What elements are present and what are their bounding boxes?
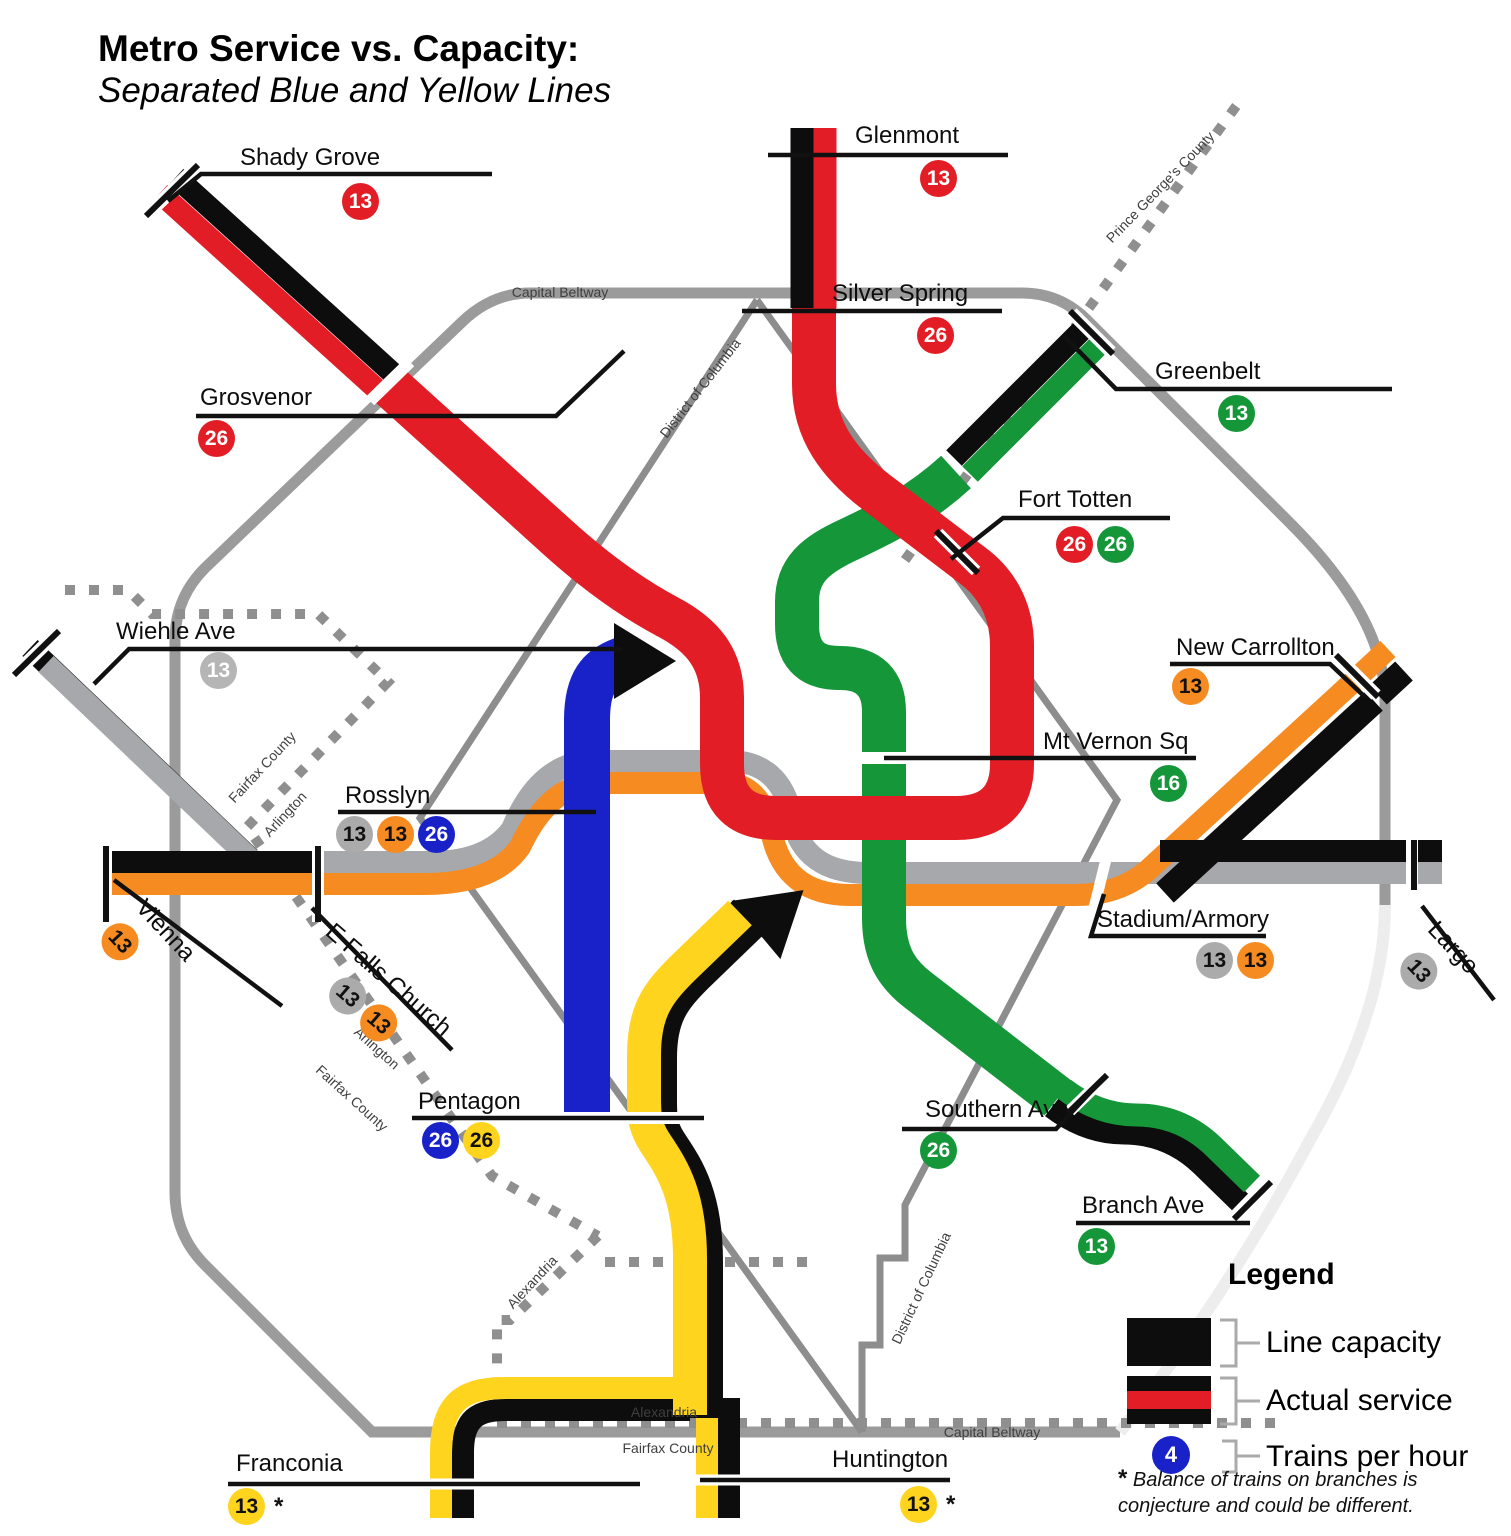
legend-footnote: * Balance of trains on branches is conje… [1118,1466,1508,1519]
green-line-branch-ave [1057,1079,1261,1193]
diagram-title: Metro Service vs. Capacity: Separated Bl… [98,28,611,112]
new-carrollton-stub-black [1369,661,1413,705]
blue-line-group [564,623,676,1112]
trains-per-hour-badge: 13 [920,160,957,197]
station-greenbelt: Greenbelt [1155,358,1261,385]
station-rosslyn-badges: 13 13 26 [336,816,455,853]
branch-conjecture-asterisk: * [946,1490,956,1518]
station-wiehle-ave: Wiehle Ave [116,618,236,645]
branch-conjecture-asterisk: * [274,1492,284,1520]
station-marker-ticks [11,162,1417,1222]
blue-line [564,638,631,1112]
station-huntington-badges: 13 * [900,1486,955,1523]
branch-ave-segment-capacity [1045,1097,1249,1211]
blue-line-arrow-icon [614,623,676,699]
franconia-branch-capacity [452,1399,690,1518]
green-line [775,455,1072,1116]
trains-per-hour-badge: 13 [1172,668,1209,705]
red-line-shady-grove-branch [152,184,390,403]
footnote-text: Balance of trains on branches is conject… [1118,1469,1418,1517]
station-silver-spring: Silver Spring [832,280,969,307]
trains-per-hour-badge: 26 [418,816,455,853]
legend-label-line-capacity: Line capacity [1266,1326,1442,1359]
new-carrollton-stub-orange [1350,640,1396,686]
legend-line-capacity-swatch [1127,1318,1211,1366]
label-capital-beltway-top: Capital Beltway [511,284,609,300]
trains-per-hour-badge: 13 [1218,395,1255,432]
station-southern-ave: Southern Ave [925,1096,1069,1123]
trains-per-hour-badge: 13 [377,816,414,853]
trains-per-hour-badge: 13 [336,816,373,853]
green-line-group [775,316,1261,1211]
trains-per-hour-badge: 16 [1150,765,1187,802]
legend-brackets [1220,1318,1260,1474]
trains-per-hour-badge: 13 [200,652,237,689]
station-wiehle-ave-badges: 13 [200,652,237,689]
trains-per-hour-badge: 13 [342,183,379,220]
station-pointer-lines [92,152,1496,1487]
station-franconia-badges: 13 * [228,1488,283,1525]
legend-red-stripe [1127,1391,1211,1409]
station-pentagon: Pentagon [418,1088,521,1115]
trains-per-hour-badge: 26 [917,317,954,354]
green-line-greenbelt-branch [962,332,1112,482]
trains-per-hour-badge: 13 [1196,942,1233,979]
station-grosvenor-badges: 26 [198,420,235,457]
yellow-line-arrow-icon [731,890,804,960]
station-huntington: Huntington [832,1446,949,1473]
station-fort-totten: Fort Totten [1018,486,1133,513]
station-shady-grove-badges: 13 [342,183,379,220]
legend-actual-service-swatch [1127,1376,1211,1424]
station-mt-vernon-sq-badges: 16 [1150,765,1187,802]
station-silver-spring-badges: 26 [917,317,954,354]
station-new-carrollton: New Carrollton [1176,634,1335,661]
trains-per-hour-badge: 26 [198,420,235,457]
label-capital-beltway-bottom: Capital Beltway [943,1424,1041,1440]
trains-per-hour-badge: 26 [1097,526,1134,563]
trains-per-hour-badge: 26 [1056,526,1093,563]
yellow-line-franconia-branch [430,1377,680,1518]
legend-heading: Legend [1228,1258,1335,1291]
station-greenbelt-badges: 13 [1218,395,1255,432]
station-branch-ave-badges: 13 [1078,1228,1115,1265]
trains-per-hour-badge: 13 [900,1486,937,1523]
station-fort-totten-badges: 26 26 [1056,526,1134,563]
trains-per-hour-badge: 26 [422,1122,459,1159]
station-new-carrollton-badges: 13 [1172,668,1209,705]
trains-per-hour-badge: 26 [920,1132,957,1169]
title-line-1: Metro Service vs. Capacity: [98,28,580,69]
shady-grove-branch-capacity [168,168,406,387]
title-line-2: Separated Blue and Yellow Lines [98,71,612,110]
trains-per-hour-badge: 13 [228,1488,265,1525]
silver-line-wiehle-branch [38,656,270,878]
station-pentagon-badges: 26 26 [422,1122,500,1159]
station-southern-ave-badges: 26 [920,1132,957,1169]
station-franconia: Franconia [236,1450,343,1477]
legend-trains-per-hour-badge: 4 [1152,1436,1190,1474]
label-alexandria-bottom: Alexandria [630,1404,698,1420]
station-mt-vernon-sq: Mt Vernon Sq [1043,728,1189,755]
trains-per-hour-badge: 26 [463,1122,500,1159]
station-stadium-armory: Stadium/Armory [1097,906,1270,933]
trains-per-hour-badge: 13 [1237,942,1274,979]
station-glenmont: Glenmont [855,122,960,149]
trains-per-hour-badge: 13 [1078,1228,1115,1265]
station-branch-ave: Branch Ave [1082,1192,1205,1219]
legend-label-actual-service: Actual service [1266,1384,1453,1417]
station-stadium-armory-badges: 13 13 [1196,942,1274,979]
station-rosslyn: Rosslyn [345,782,431,809]
red-line [375,308,1034,840]
red-line-group [152,128,1034,840]
station-glenmont-badges: 13 [920,160,957,197]
station-shady-grove: Shady Grove [240,144,381,171]
station-grosvenor: Grosvenor [200,384,313,411]
greenbelt-branch-capacity [946,316,1096,466]
label-fairfax-county-bottom: Fairfax County [622,1440,714,1456]
footnote-asterisk: * [1118,1465,1128,1492]
legend-label-trains-per-hour: Trains per hour [1266,1440,1469,1473]
